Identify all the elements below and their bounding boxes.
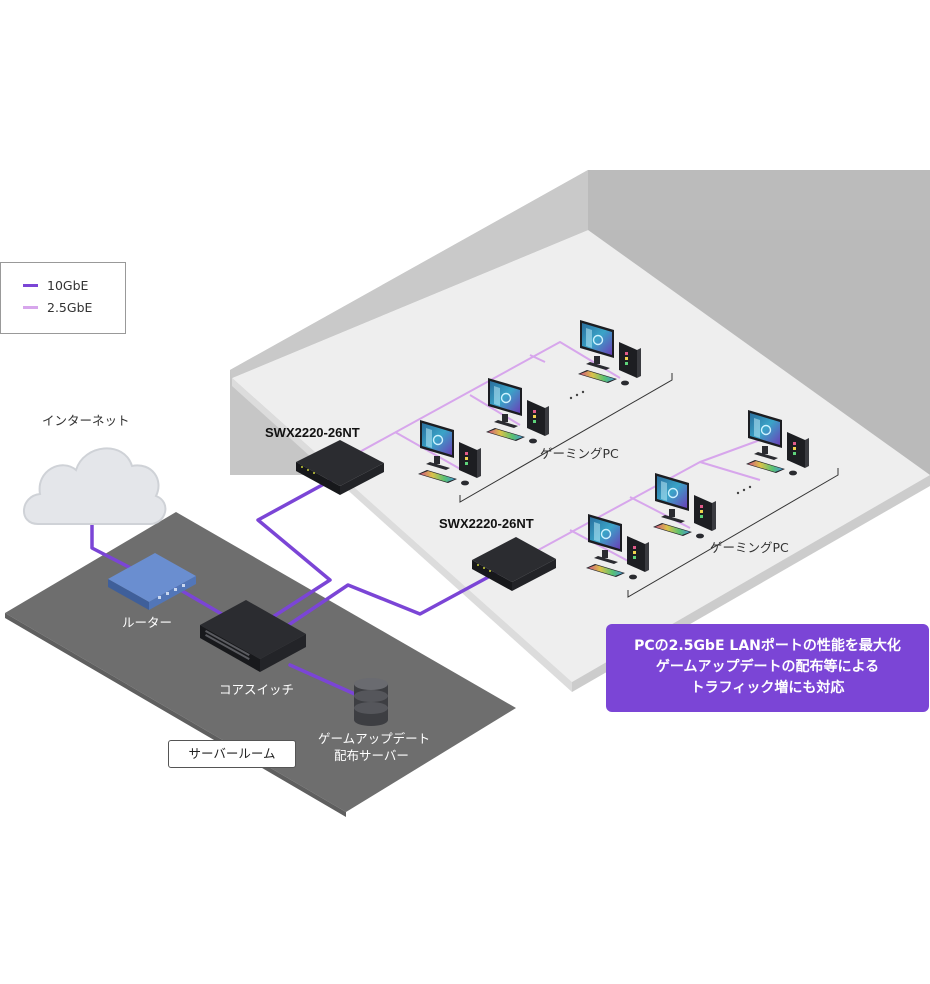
callout-line: ゲームアップデートの配布等による [655, 659, 880, 675]
legend-swatch-icon [23, 306, 38, 309]
room-floor [232, 230, 930, 682]
switch-icon [472, 537, 556, 591]
pc-group-top-label: ゲーミングPC [540, 446, 619, 461]
update-server-label-2: 配布サーバー [334, 748, 409, 763]
server-room-label: サーバールーム [168, 740, 296, 768]
switch-icon [200, 600, 306, 672]
legend-item-2-5gbe: 2.5GbE [23, 300, 92, 315]
router-label: ルーター [122, 615, 173, 630]
link-core-switch-top [256, 476, 337, 624]
legend-item-10gbe: 10GbE [23, 278, 88, 293]
legend-swatch-icon [23, 284, 38, 287]
database-icon [354, 678, 388, 726]
update-server-label: ゲームアップデート [318, 731, 431, 746]
callout-line: トラフィック増にも対応 [690, 680, 845, 696]
pc-group-brackets [459, 373, 839, 598]
room-right-wall [588, 170, 930, 475]
switch-bottom-label: SWX2220-26NT [439, 516, 534, 531]
feature-callout: PCの2.5GbE LANポートの性能を最大化 ゲームアップデートの配布等による… [606, 624, 929, 712]
gaming-room [230, 170, 930, 692]
switch-icon [296, 440, 384, 495]
link-core-switch-bottom [276, 566, 507, 634]
cloud-icon [23, 447, 167, 525]
core-switch-label: コアスイッチ [219, 682, 295, 697]
legend-label: 2.5GbE [47, 300, 93, 315]
callout-line: PCの2.5GbE LANポートの性能を最大化 [634, 638, 901, 654]
internet-label: インターネット [42, 413, 130, 428]
legend-label: 10GbE [47, 278, 89, 293]
switch-top-label: SWX2220-26NT [265, 425, 360, 440]
pc-group-bottom-label: ゲーミングPC [710, 540, 789, 555]
router-icon [108, 553, 196, 610]
legend: 10GbE 2.5GbE [0, 262, 126, 334]
